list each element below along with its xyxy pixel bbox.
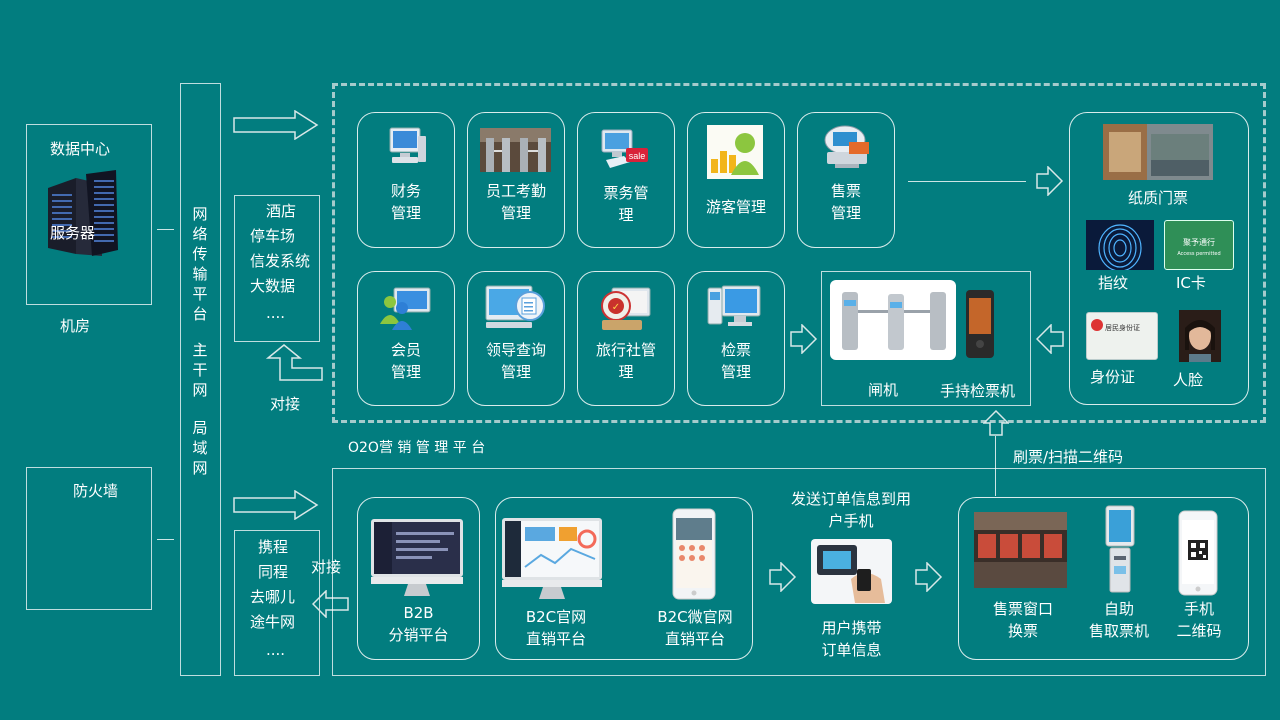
- visitor-chart-icon: [707, 125, 763, 179]
- arrow-right-icon: [769, 562, 797, 592]
- ic-card-icon: 聚予通行 Access permitted: [1164, 220, 1234, 270]
- handheld-label: 手持检票机: [940, 380, 1015, 402]
- dock-item: ....: [266, 302, 285, 324]
- arrow-right-icon: [915, 562, 943, 592]
- user-scan-photo: [811, 539, 892, 604]
- connector-line: [157, 539, 174, 540]
- face-label: 人脸: [1173, 369, 1203, 391]
- connector-line: [908, 181, 1026, 182]
- module-label: 员工考勤管理: [467, 180, 565, 224]
- face-icon: [1179, 310, 1221, 362]
- user-order-label: 用户携带订单信息: [811, 617, 892, 661]
- monitor-icon: [370, 518, 464, 598]
- module-label: 领导查询管理: [467, 339, 565, 383]
- o2o-title: O2O营 销 管 理 平 台: [348, 437, 485, 459]
- check-ticket-icon: [706, 284, 762, 332]
- arrow-up-icon: [983, 410, 1009, 436]
- id-card-icon: 居民身份证: [1086, 312, 1158, 360]
- dock-item: 携程: [258, 536, 288, 558]
- ticket-window-label: 售票窗口换票: [974, 598, 1072, 642]
- module-label: 会员管理: [357, 339, 455, 383]
- arrow-right-icon: [790, 324, 818, 354]
- dock-item: 同程: [258, 561, 288, 583]
- handheld-scanner-icon: [964, 288, 996, 360]
- ic-card-label: IC卡: [1176, 272, 1206, 294]
- room-label: 机房: [60, 315, 90, 337]
- module-label: 售票管理: [797, 180, 895, 224]
- module-label: 票务管理: [577, 182, 675, 226]
- server-rack-icon: [46, 170, 122, 260]
- mobile-qrcode-label: 手机二维码: [1150, 598, 1248, 642]
- mobile-qrcode-icon: [1178, 510, 1218, 596]
- server-label: 服务器: [50, 222, 95, 244]
- dock-item: 大数据: [250, 275, 295, 297]
- computer-icon: [384, 126, 428, 170]
- datacenter-title: 数据中心: [50, 138, 110, 160]
- dock-item: ....: [266, 639, 285, 661]
- scan-label: 刷票/扫描二维码: [1013, 446, 1123, 468]
- paper-ticket-label: 纸质门票: [1128, 187, 1188, 209]
- connector-line: [995, 436, 996, 496]
- arrow-right-icon: [1036, 166, 1064, 196]
- module-label: 财务管理: [357, 180, 455, 224]
- turnstile-gate-icon: [830, 280, 956, 360]
- module-label: 旅行社管理: [577, 339, 675, 383]
- fingerprint-icon: [1086, 220, 1154, 270]
- arrow-right-icon: [233, 490, 319, 520]
- paper-ticket-icon: [1103, 124, 1213, 180]
- connect-label: 对接: [270, 393, 300, 415]
- ticket-sale-icon: sale: [600, 128, 650, 172]
- lan-text: 局域网: [190, 418, 210, 478]
- self-service-kiosk-icon: [1102, 504, 1138, 596]
- network-platform-text: 网络传 输平台: [190, 204, 210, 324]
- gate-label: 闸机: [868, 379, 898, 401]
- arrow-up-back-icon: [266, 344, 324, 382]
- phone-icon: [672, 508, 716, 600]
- b2c-wechat-label: B2C微官网直销平台: [645, 606, 745, 650]
- send-order-label: 发送订单信息到用户手机: [786, 488, 916, 532]
- fingerprint-label: 指纹: [1098, 272, 1128, 294]
- connector-line: [157, 229, 174, 230]
- turnstile-photo: [480, 128, 551, 172]
- ticket-machine-icon: [821, 124, 873, 170]
- dock-item: 信发系统: [250, 250, 310, 272]
- dock-item: 停车场: [250, 225, 295, 247]
- arrow-left-icon: [1036, 324, 1064, 354]
- dock-item: 酒店: [266, 200, 296, 222]
- travel-agency-icon: ✓: [594, 286, 654, 334]
- arrow-right-icon: [233, 110, 319, 140]
- b2c-web-label: B2C官网直销平台: [505, 606, 607, 650]
- ticket-window-photo: [974, 512, 1067, 588]
- members-icon: [378, 286, 434, 330]
- firewall-label: 防火墙: [73, 480, 118, 502]
- svg-text:✓: ✓: [612, 302, 620, 313]
- document-query-icon: [484, 284, 548, 332]
- dock-item: 去哪儿: [250, 586, 295, 608]
- id-card-label: 身份证: [1090, 366, 1135, 388]
- dock-item: 途牛网: [250, 611, 295, 633]
- svg-text:sale: sale: [629, 151, 646, 161]
- module-label: 检票管理: [687, 339, 785, 383]
- backbone-text: 主干网: [190, 340, 210, 400]
- module-label: 游客管理: [687, 196, 785, 218]
- monitor-icon: [501, 517, 603, 601]
